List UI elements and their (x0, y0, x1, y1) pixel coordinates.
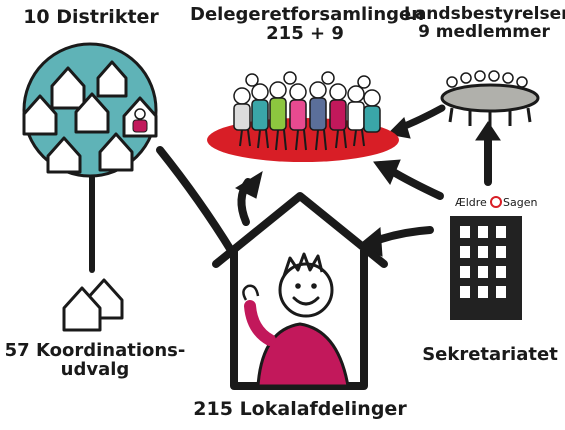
people-crowd-icon (233, 71, 381, 151)
brand-mark (490, 196, 502, 208)
districts-label: 10 Distrikter (6, 6, 176, 28)
coordination-title: 57 Koordinations- (4, 340, 186, 361)
districts-group (22, 42, 158, 178)
arrow-head-local-to-assembly (234, 170, 263, 199)
arrow-head-secretariat-to-assembly (373, 159, 401, 186)
assembly-count: 215 + 9 (266, 22, 344, 44)
house-group-icon (62, 278, 124, 332)
arrow-secretariat-to-assembly (386, 166, 444, 200)
board-members: 9 medlemmer (418, 21, 550, 42)
waving-person-in-house-icon (212, 192, 388, 390)
brand-logo: Ældre Sagen (455, 196, 537, 209)
local-branches-title: 215 Lokalafdelinger (193, 398, 407, 420)
board-title: Landsbestyrelsen (404, 4, 565, 24)
line-districts-to-local (156, 146, 236, 256)
local-branches-label: 215 Lokalafdelinger (190, 398, 410, 420)
board-label: Landsbestyrelsen 9 medlemmer (404, 4, 565, 42)
coordination-subtitle: udvalg (60, 358, 130, 380)
assembly-title: Delegeretforsamlingen (190, 4, 425, 25)
secretariat-title: Sekretariatet (422, 344, 558, 365)
assembly-label: Delegeretforsamlingen 215 + 9 (190, 4, 425, 44)
connector-lines (89, 104, 501, 273)
arrow-head-secretariat-to-board (475, 121, 501, 141)
districts-title: 10 Distrikter (23, 6, 159, 28)
assembly-group (207, 71, 399, 162)
district-house-with-person-icon (122, 96, 158, 138)
brand-name-right: Sagen (503, 196, 537, 209)
meeting-table-icon (440, 70, 540, 128)
secretariat-label: Sekretariatet (420, 344, 560, 365)
office-building-icon: Ældre Sagen (450, 196, 537, 320)
coordination-label: 57 Koordinations- udvalg (0, 340, 190, 380)
house-outline-icon (22, 60, 134, 174)
brand-name-left: Ældre (455, 196, 487, 209)
